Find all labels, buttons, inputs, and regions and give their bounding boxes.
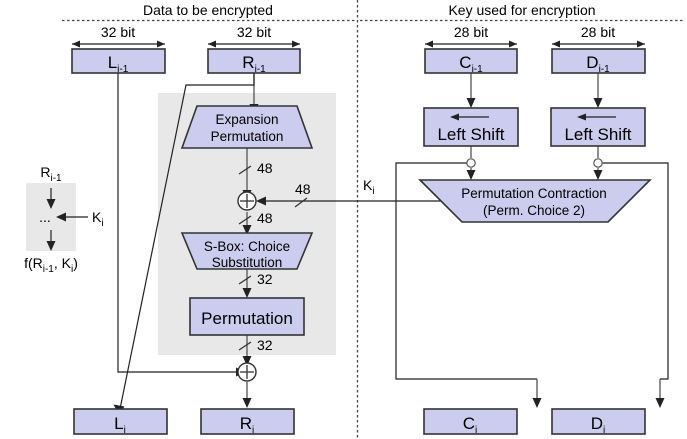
- junction-dot-c: [466, 158, 476, 168]
- block-permutation-label: Permutation: [201, 309, 293, 328]
- block-left-shift-d[interactable]: Left Shift: [550, 107, 646, 147]
- width-label-sbox-out: 32: [257, 271, 273, 287]
- bit-label-d-prev: 28 bit: [581, 24, 615, 40]
- junction-dot-d: [593, 158, 603, 168]
- register-d-next[interactable]: Di: [551, 408, 646, 436]
- inset-dots-label: ...: [39, 209, 51, 225]
- block-sbox-substitution[interactable]: S-Box: Choice Substitution: [180, 232, 314, 270]
- register-r-prev[interactable]: Ri-1: [207, 48, 301, 75]
- dimension-arrows: [72, 40, 645, 48]
- key-wires: [395, 73, 669, 408]
- register-d-prev[interactable]: Di-1: [551, 48, 646, 75]
- inset-output-label: f(Ri-1, Ki): [24, 255, 78, 275]
- block-left-shift-d-label: Left Shift: [564, 125, 631, 144]
- register-l-prev-label: Li-1: [108, 53, 129, 75]
- header-left-label: Data to be encrypted: [143, 2, 273, 18]
- register-r-next-label: Ri: [240, 414, 255, 436]
- inset-f-function: Ri-1 ... Ki f(Ri-1, Ki): [24, 164, 103, 275]
- register-l-next[interactable]: Li: [73, 408, 168, 436]
- width-label-key-in: 48: [295, 181, 311, 197]
- xor-gate-key-mix: [237, 191, 257, 211]
- block-expansion-line1: Expansion: [215, 112, 278, 127]
- block-expansion-line2: Permutation: [211, 129, 284, 144]
- key-round-label: Ki: [363, 177, 375, 197]
- register-d-next-label: Di: [591, 414, 606, 436]
- register-l-next-label: Li: [114, 414, 126, 436]
- inset-key-label: Ki: [92, 209, 104, 229]
- register-r-next[interactable]: Ri: [200, 408, 295, 436]
- bit-label-r-prev: 32 bit: [237, 24, 271, 40]
- left-arrow-icon-d: [577, 113, 616, 121]
- left-arrow-icon-c: [450, 113, 489, 121]
- block-left-shift-c[interactable]: Left Shift: [423, 107, 519, 147]
- block-sbox-line1: S-Box: Choice: [204, 239, 290, 254]
- bit-label-c-prev: 28 bit: [454, 24, 488, 40]
- block-perm-contraction-line2: (Perm. Choice 2): [483, 203, 585, 218]
- block-expansion-permutation[interactable]: Expansion Permutation: [180, 105, 314, 149]
- header-right-label: Key used for encryption: [448, 2, 595, 18]
- width-label-xor-out: 48: [257, 210, 273, 226]
- inset-input-label: Ri-1: [40, 164, 62, 184]
- register-c-next-label: Ci: [463, 414, 478, 436]
- width-label-perm-out: 32: [257, 337, 273, 353]
- block-left-shift-c-label: Left Shift: [437, 125, 504, 144]
- register-d-prev-label: Di-1: [586, 53, 610, 75]
- register-c-next[interactable]: Ci: [423, 408, 518, 436]
- bit-label-l-prev: 32 bit: [101, 24, 135, 40]
- block-permutation[interactable]: Permutation: [189, 297, 305, 336]
- block-permutation-contraction[interactable]: Permutation Contraction (Perm. Choice 2): [418, 179, 652, 223]
- block-perm-contraction-line1: Permutation Contraction: [461, 186, 607, 201]
- width-label-expansion-out: 48: [257, 160, 273, 176]
- xor-gate-feistel: [237, 362, 257, 382]
- block-sbox-line2: Substitution: [212, 255, 283, 270]
- register-c-prev-label: Ci-1: [459, 53, 483, 75]
- register-r-prev-label: Ri-1: [242, 53, 266, 75]
- register-l-prev[interactable]: Li-1: [71, 48, 166, 75]
- register-c-prev[interactable]: Ci-1: [424, 48, 518, 75]
